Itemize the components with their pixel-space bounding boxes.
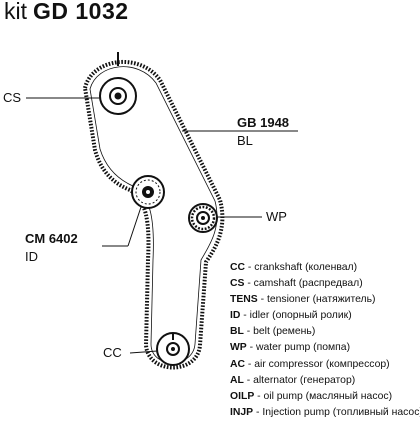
legend: CC - crankshaft (коленвал) CS - camshaft… bbox=[230, 260, 420, 421]
legend-desc: - oil pump (масляный насос) bbox=[254, 390, 393, 402]
legend-desc: - water pump (помпа) bbox=[246, 342, 351, 354]
belt-tag-label: BL bbox=[237, 133, 253, 148]
kit-prefix: kit bbox=[4, 0, 27, 24]
kit-title: kit GD 1032 bbox=[4, 0, 129, 25]
legend-code: OILP bbox=[230, 390, 255, 402]
legend-code: AL bbox=[230, 374, 244, 386]
legend-code: ID bbox=[230, 310, 241, 322]
leader-lines bbox=[26, 97, 298, 354]
legend-desc: - tensioner (натяжитель) bbox=[257, 294, 376, 306]
legend-code: INJP bbox=[230, 406, 254, 418]
legend-item: TENS - tensioner (натяжитель) bbox=[230, 292, 420, 308]
legend-item: CC - crankshaft (коленвал) bbox=[230, 260, 420, 276]
wp-label: WP bbox=[266, 209, 287, 224]
legend-item: AL - alternator (генератор) bbox=[230, 373, 420, 389]
legend-item: ID - idler (опорный ролик) bbox=[230, 308, 420, 324]
legend-desc: - crankshaft (коленвал) bbox=[245, 262, 358, 273]
camshaft-pulley bbox=[99, 52, 137, 115]
legend-item: INJP - Injection pump (топливный насос) bbox=[230, 405, 420, 421]
legend-desc: - idler (опорный ролик) bbox=[240, 310, 352, 322]
legend-item: BL - belt (ремень) bbox=[230, 324, 420, 340]
cs-label: CS bbox=[3, 90, 22, 105]
water-pump-pulley bbox=[188, 203, 218, 233]
legend-item: CS - camshaft (распредвал) bbox=[230, 276, 420, 292]
belt-code-label: GB 1948 bbox=[237, 115, 290, 130]
legend-code: CS bbox=[230, 278, 245, 290]
idler-pulley bbox=[131, 175, 165, 209]
legend-item: WP - water pump (помпа) bbox=[230, 340, 420, 356]
legend-code: AC bbox=[230, 358, 246, 370]
legend-item: AC - air compressor (компрессор) bbox=[230, 357, 420, 373]
legend-code: TENS bbox=[230, 294, 258, 306]
legend-code: CC bbox=[230, 262, 246, 273]
legend-desc: - air compressor (компрессор) bbox=[245, 358, 390, 370]
idler-code-label: CM 6402 bbox=[25, 231, 78, 246]
crankshaft-pulley bbox=[156, 332, 190, 366]
legend-code: BL bbox=[230, 326, 244, 338]
legend-code: WP bbox=[230, 342, 247, 354]
idler-tag-label: ID bbox=[25, 249, 38, 264]
legend-item: OILP - oil pump (масляный насос) bbox=[230, 389, 420, 405]
kit-code: GD 1032 bbox=[33, 0, 129, 24]
cc-label: CC bbox=[103, 345, 122, 360]
legend-desc: - camshaft (распредвал) bbox=[244, 278, 363, 290]
legend-desc: - alternator (генератор) bbox=[243, 374, 356, 386]
legend-desc: - belt (ремень) bbox=[243, 326, 316, 338]
legend-desc: - Injection pump (топливный насос) bbox=[253, 406, 420, 418]
belt-outline bbox=[83, 59, 225, 370]
